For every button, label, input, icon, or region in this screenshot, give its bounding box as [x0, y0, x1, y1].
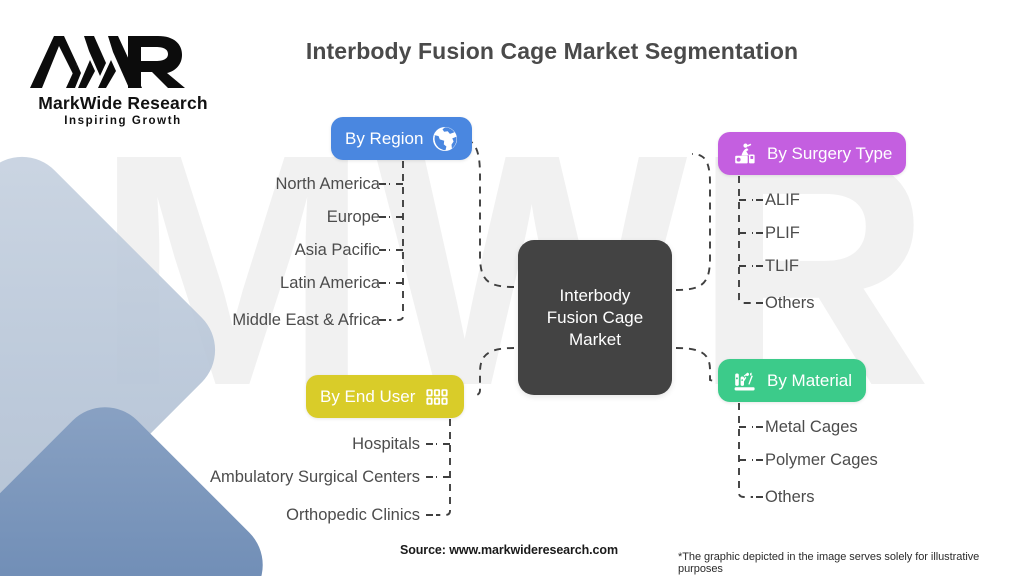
connector-material-ticks: [739, 426, 753, 461]
connector-surgery-ticks: [739, 199, 753, 267]
connector-center-material: [675, 347, 719, 382]
branch-label-region: By Region: [345, 129, 424, 148]
leaf-item[interactable]: Orthopedic Clinics: [286, 506, 420, 524]
connector-enduser-stubs: [424, 443, 433, 516]
leaf-item[interactable]: Others: [765, 294, 815, 312]
source-text: Source: www.markwideresearch.com: [400, 543, 618, 557]
surgery-patient-icon: [735, 143, 755, 163]
brand-tagline: Inspiring Growth: [64, 115, 182, 127]
connector-enduser-spine: [436, 419, 451, 516]
leaf-item[interactable]: Asia Pacific: [294, 241, 380, 259]
branch-label-surgery-type: By Surgery Type: [767, 144, 893, 163]
connector-surgery-spine: [738, 176, 753, 304]
connector-center-surgery: [675, 153, 711, 291]
center-line-3: Market: [569, 329, 621, 349]
center-line-1: Interbody: [559, 285, 631, 305]
connector-center-enduser: [471, 347, 515, 397]
center-node[interactable]: Interbody Fusion Cage Market: [518, 240, 672, 395]
page-title: Interbody Fusion Cage Market Segmentatio…: [305, 38, 799, 64]
leaf-item[interactable]: ALIF: [765, 191, 800, 209]
connector-region-ticks: [389, 183, 403, 284]
branch-pill-surgery-type[interactable]: By Surgery Type: [718, 132, 907, 175]
globe-icon: [433, 126, 458, 151]
branch-label-material: By Material: [767, 371, 853, 390]
connector-material-spine: [738, 403, 753, 498]
connector-enduser-ticks: [436, 443, 450, 478]
branch-label-end-user: By End User: [320, 387, 416, 406]
leaf-item[interactable]: Europe: [326, 208, 380, 226]
connector-region-spine: [389, 161, 404, 321]
leaf-item[interactable]: TLIF: [765, 257, 799, 275]
branch-pill-region[interactable]: By Region: [331, 117, 473, 160]
center-node-label: Interbody Fusion Cage Market: [547, 285, 643, 351]
leaf-item[interactable]: Hospitals: [352, 435, 420, 453]
mwr-logo-icon: [30, 36, 185, 88]
brand-name: MarkWide Research: [38, 93, 208, 113]
branch-pill-end-user[interactable]: By End User: [306, 375, 465, 418]
surgical-tools-icon: [734, 372, 755, 390]
leaf-item[interactable]: Ambulatory Surgical Centers: [209, 468, 420, 486]
center-line-2: Fusion Cage: [546, 307, 644, 327]
connector-region-stubs: [377, 183, 386, 321]
leaf-item[interactable]: Others: [765, 488, 815, 506]
leaf-item[interactable]: North America: [275, 175, 380, 193]
connector-center-region: [460, 138, 515, 288]
leaf-item[interactable]: Middle East & Africa: [232, 311, 380, 329]
connector-surgery-stubs: [756, 199, 765, 304]
brand-logo: MarkWide Research Inspiring Growth: [28, 30, 218, 127]
leaf-item[interactable]: Latin America: [280, 274, 380, 292]
leaf-item[interactable]: Metal Cages: [765, 418, 858, 436]
branch-pill-material[interactable]: By Material: [718, 359, 867, 402]
disclaimer-text: *The graphic depicted in the image serve…: [678, 551, 980, 575]
connector-material-stubs: [756, 426, 765, 498]
hospital-building-icon: [426, 388, 449, 405]
leaf-item[interactable]: Polymer Cages: [765, 451, 878, 469]
leaf-item[interactable]: PLIF: [765, 224, 800, 242]
